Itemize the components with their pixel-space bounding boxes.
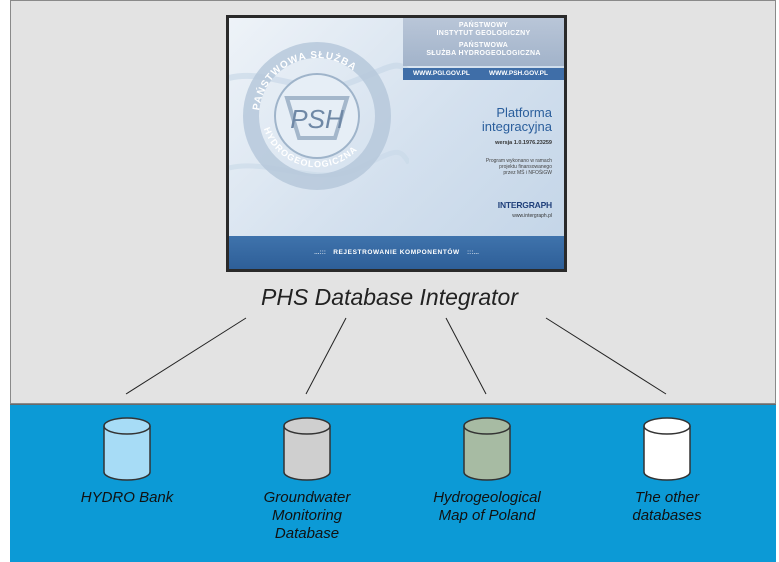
database-label-line: Monitoring	[271, 507, 343, 524]
header-line: INSTYTUT GEOLOGICZNY	[436, 30, 531, 37]
status-text: REJESTROWANIE KOMPONENTÓW	[333, 249, 460, 256]
integrator-label: PHS Database Integrator	[261, 284, 518, 310]
svg-text:PSH: PSH	[290, 104, 344, 134]
program-note: Program wykonano w ramach projektu finan…	[432, 158, 552, 176]
institute-header: PAŃSTWOWY INSTYTUT GEOLOGICZNY PAŃSTWOWA…	[403, 18, 564, 66]
database-label-line: Map of Poland	[438, 507, 536, 524]
database-icon	[643, 417, 691, 481]
header-line: PAŃSTWOWA	[458, 42, 509, 49]
psh-url: WWW.PSH.GOV.PL	[489, 70, 548, 77]
platform-title-line: Platforma	[496, 105, 552, 120]
psh-seal-logo: PSH PAŃSTWOWA SŁUŻBA HYDROGEOLOGICZNA	[229, 42, 409, 190]
pgi-url: WWW.PGI.GOV.PL	[413, 70, 470, 77]
version-text: wersja 1.0.1976.23259	[495, 140, 552, 146]
program-note-line: przez MŚ i NFOŚiGW	[503, 170, 552, 176]
database-icon	[103, 417, 151, 481]
platform-title: Platforma integracyjna	[482, 106, 552, 134]
database-label: Hydrogeological Map of Poland	[412, 489, 562, 525]
database-label-line: Hydrogeological	[433, 489, 541, 506]
splash-screen-image: PSH PAŃSTWOWA SŁUŻBA HYDROGEOLOGICZNA PA…	[226, 15, 567, 272]
header-line: SŁUŻBA HYDROGEOLOGICZNA	[426, 50, 541, 57]
status-dots-left: ...:::	[314, 249, 326, 256]
database-label: HYDRO Bank	[52, 489, 202, 507]
database-label: Groundwater Monitoring Database	[232, 489, 382, 543]
program-note-line: Program wykonano w ramach	[485, 158, 552, 164]
database-label-line: Groundwater	[263, 489, 351, 506]
program-note-line: projektu finansowanego	[499, 164, 552, 170]
intergraph-logo: INTERGRAPH	[497, 200, 552, 210]
header-line: PAŃSTWOWY	[458, 22, 509, 29]
splash-screen-content: PSH PAŃSTWOWA SŁUŻBA HYDROGEOLOGICZNA PA…	[229, 18, 564, 269]
database-icon	[283, 417, 331, 481]
status-dots-right: :::...	[467, 249, 479, 256]
database-icon	[463, 417, 511, 481]
database-label: The other databases	[592, 489, 742, 525]
database-label-line: databases	[632, 507, 702, 524]
database-label-line: The other	[634, 489, 700, 506]
url-bar: WWW.PGI.GOV.PL WWW.PSH.GOV.PL	[403, 68, 564, 80]
status-bar: ...::: REJESTROWANIE KOMPONENTÓW :::...	[229, 236, 564, 269]
platform-title-line: integracyjna	[481, 119, 552, 134]
intergraph-url: www.intergraph.pl	[512, 213, 552, 219]
database-label-line: Database	[274, 525, 340, 542]
database-label-line: HYDRO Bank	[80, 489, 174, 506]
